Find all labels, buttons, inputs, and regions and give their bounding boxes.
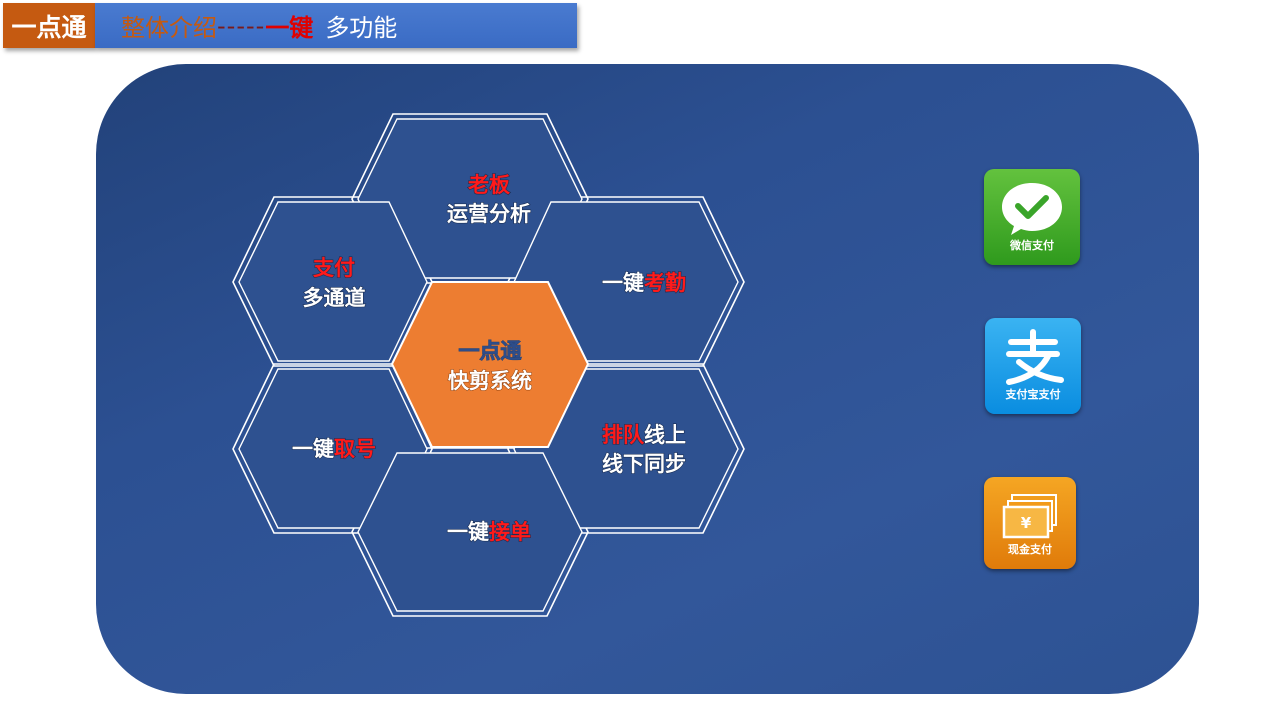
- hex-lower-left-part2: 取号: [334, 437, 376, 461]
- main-panel: 老板 运营分析 支付 多通道 一键考勤 一点通 快剪系统 一键取号 排队线上 线…: [96, 64, 1199, 694]
- alipay-icon: [1006, 329, 1064, 385]
- hex-upper-right-part1: 一键: [602, 271, 644, 295]
- alipay-button[interactable]: 支付宝支付: [985, 318, 1081, 414]
- wechat-pay-button[interactable]: 微信支付: [984, 169, 1080, 265]
- header-title-dashes: -----: [217, 11, 266, 40]
- hex-bottom-text: 一键接单: [447, 520, 531, 544]
- hex-bottom-part2: 接单: [489, 520, 531, 544]
- hexagon-diagram: 老板 运营分析 支付 多通道 一键考勤 一点通 快剪系统 一键取号 排队线上 线…: [232, 113, 745, 617]
- hex-upper-right-text: 一键考勤: [602, 271, 686, 295]
- hex-lower-right-part1: 排队: [602, 423, 645, 447]
- yuan-symbol: ¥: [1021, 514, 1032, 532]
- hex-lower-right: [513, 368, 739, 529]
- header-title-highlight: 一键: [265, 14, 314, 42]
- hex-upper-left-line1: 支付: [313, 256, 355, 280]
- hex-upper-left-line2: 多通道: [303, 286, 366, 310]
- header-title-bar: 整体介绍 ----- 一键 多功能: [95, 3, 577, 48]
- hex-lower-right-outline: [507, 363, 745, 534]
- cash-pay-label: 现金支付: [1008, 543, 1052, 556]
- hex-lower-left-part1: 一键: [292, 437, 334, 461]
- hex-center-line1: 一点通: [459, 339, 522, 363]
- hex-top-line2: 运营分析: [447, 202, 531, 226]
- wechat-pay-label: 微信支付: [1010, 239, 1054, 252]
- hex-lower-right-line1: 排队线上: [602, 423, 686, 447]
- hex-upper-left: [238, 201, 428, 362]
- hex-bottom-part1: 一键: [447, 520, 489, 544]
- hex-center: [390, 281, 590, 448]
- header-title-part1: 整体介绍: [121, 14, 217, 42]
- hex-upper-right-part2: 考勤: [644, 271, 686, 295]
- cash-icon: ¥: [1002, 494, 1057, 539]
- header-tag: 一点通: [3, 3, 95, 48]
- hex-center-line2: 快剪系统: [448, 369, 532, 393]
- cash-pay-button[interactable]: ¥ 现金支付: [984, 477, 1076, 569]
- wechat-icon: [1002, 183, 1062, 235]
- hex-lower-right-part2: 线上: [644, 423, 686, 447]
- hex-bottom: [357, 452, 583, 612]
- header-title-part4: 多功能: [325, 14, 398, 42]
- hex-lower-left-text: 一键取号: [292, 437, 376, 461]
- hex-lower-right-line2: 线下同步: [602, 452, 686, 476]
- hex-top-line1: 老板: [468, 173, 511, 197]
- alipay-label: 支付宝支付: [1005, 388, 1061, 401]
